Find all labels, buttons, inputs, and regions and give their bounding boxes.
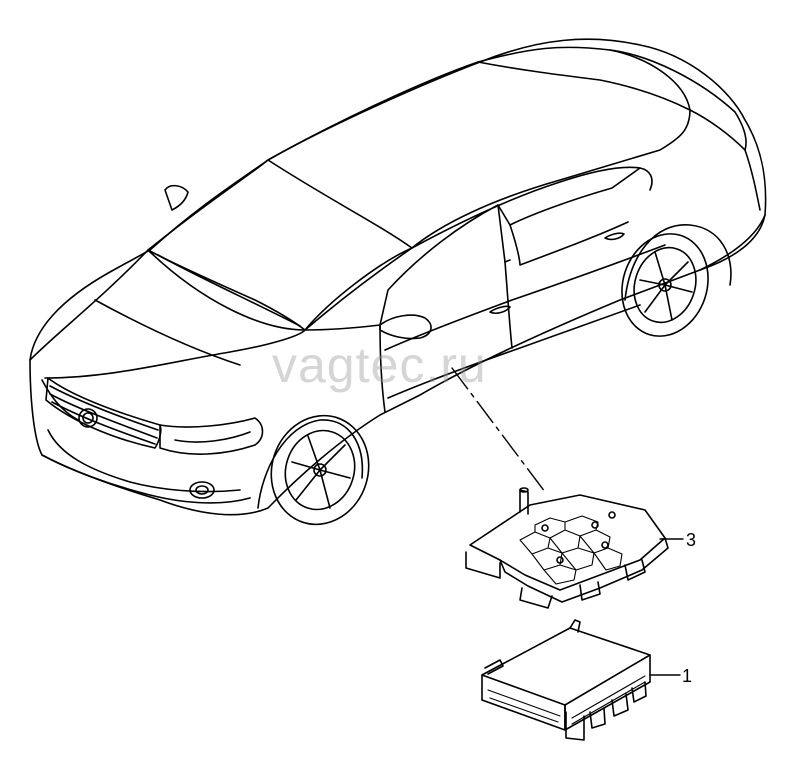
car-bumper — [41, 454, 251, 504]
location-leader-line — [451, 367, 546, 493]
car-rear-wheel — [621, 233, 709, 337]
car-roof — [147, 46, 691, 331]
car-side-windows — [304, 166, 641, 331]
car-hood — [29, 249, 149, 361]
car-left-mirror — [164, 184, 189, 211]
part-1-control-module — [481, 619, 651, 741]
car-grille — [45, 377, 162, 449]
part-3-bracket — [465, 487, 669, 609]
car-front-wheel-arch — [257, 419, 364, 509]
car-body-outline — [29, 38, 767, 516]
car-front-wheel — [270, 414, 370, 526]
car-drawing — [29, 38, 767, 526]
car-rear-wheel-arch — [624, 224, 732, 301]
car-right-mirror — [379, 314, 432, 340]
callout-3-label: 3 — [686, 530, 696, 550]
car-badge — [78, 408, 98, 428]
car-headlight — [159, 417, 264, 455]
callout-1-label: 1 — [682, 666, 692, 686]
